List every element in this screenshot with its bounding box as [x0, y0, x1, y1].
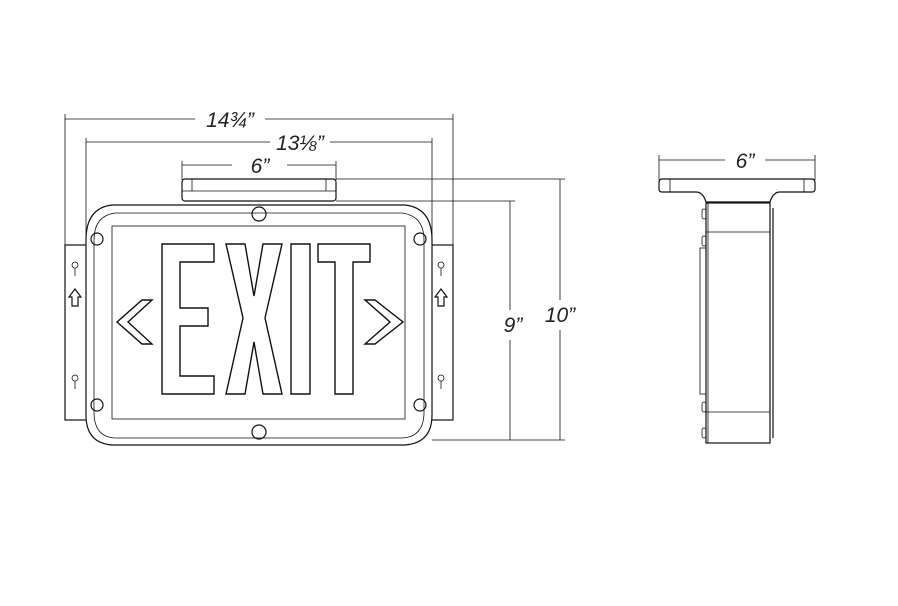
- letter-x: [225, 243, 283, 395]
- housing-height-label: 9”: [504, 314, 524, 337]
- dimension-housing-height: 9”: [336, 200, 524, 440]
- letter-t: [317, 243, 371, 395]
- overall-height-label: 10”: [545, 304, 576, 327]
- top-mounting-bracket: [181, 178, 337, 202]
- right-mounting-ear: [430, 244, 454, 421]
- screw-icon: [413, 232, 427, 246]
- front-view: 14¾” 13⅛” 6” 9” 10”: [64, 109, 576, 446]
- side-mounting-bracket: [658, 178, 816, 203]
- side-bracket-width-label: 6”: [736, 150, 756, 173]
- letter-e: [161, 243, 215, 395]
- up-arrow-icon: [67, 288, 83, 307]
- side-housing: [699, 202, 774, 444]
- dimension-overall-width: 14¾”: [64, 109, 454, 260]
- up-arrow-icon: [433, 288, 449, 307]
- left-mounting-ear: [64, 244, 88, 421]
- dimension-overall-height: 10”: [336, 178, 576, 441]
- screw-icon: [251, 424, 267, 440]
- chevron-right-icon: [363, 299, 405, 345]
- housing-width-label: 13⅛”: [276, 132, 325, 155]
- screw-icon: [413, 398, 427, 412]
- dimension-housing-width: 13⅛”: [85, 132, 433, 240]
- screw-icon: [251, 206, 267, 222]
- screw-icon: [90, 232, 104, 246]
- overall-width-label: 14¾”: [206, 109, 255, 132]
- letter-i: [290, 243, 311, 395]
- side-dimension-bracket-width: 6”: [658, 150, 816, 180]
- side-view: 6”: [658, 150, 816, 444]
- chevron-left-icon: [115, 299, 154, 345]
- dimension-bracket-width: 6”: [181, 155, 337, 180]
- screw-icon: [90, 398, 104, 412]
- bracket-width-label: 6”: [251, 155, 271, 178]
- exit-lettering: [115, 243, 405, 395]
